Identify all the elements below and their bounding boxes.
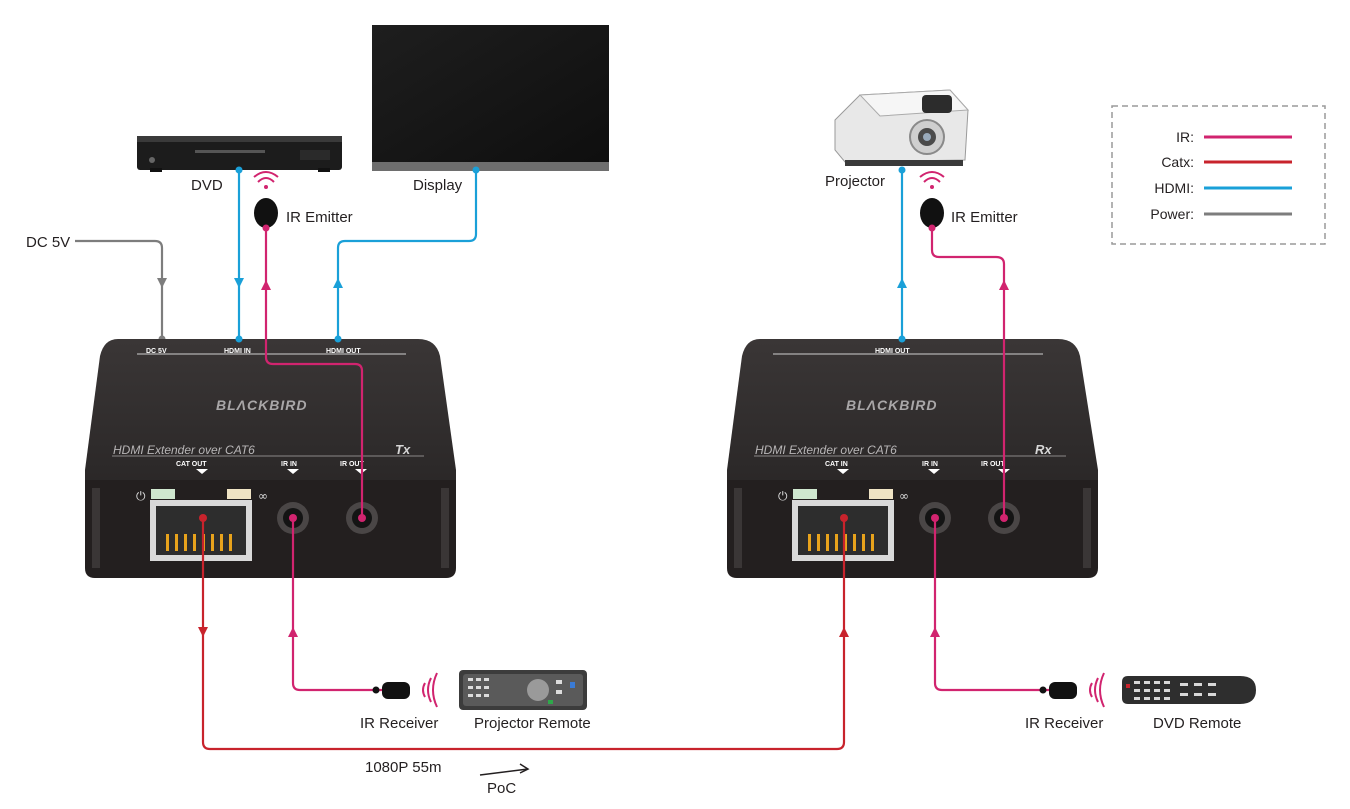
rx-ir-receiver-label: IR Receiver	[1025, 715, 1103, 732]
legend-catx-label: Catx:	[1161, 154, 1194, 170]
display-label: Display	[413, 177, 463, 194]
rx-ir-receiver	[1039, 672, 1105, 708]
rx-link-icon: ∞	[899, 489, 909, 503]
rx-irin-tri	[928, 469, 940, 474]
tx-cat-tri	[196, 469, 208, 474]
tx-ir-emitter-label: IR Emitter	[286, 209, 353, 226]
tx-brand: BLΛCKBIRD	[216, 397, 307, 413]
catx-arrow-2	[839, 627, 849, 637]
ir-arrow-4	[930, 627, 940, 637]
hdmi-arrow-1	[234, 278, 244, 288]
rx-port-ir-out: IR OUT	[981, 461, 1005, 468]
rx-power-icon: ⏻	[778, 489, 788, 503]
legend-power-label: Power:	[1150, 206, 1194, 222]
ir-arrow-2	[999, 280, 1009, 290]
catx-arrow-1	[198, 627, 208, 637]
link-distance: 1080P 55m	[365, 759, 441, 776]
rx-port-ir-in: IR IN	[922, 461, 938, 468]
tx-ir-receiver-label: IR Receiver	[360, 715, 438, 732]
projector-remote-label: Projector Remote	[474, 715, 591, 732]
ir-rx-out-line	[930, 228, 1006, 518]
tx-power-icon: ⏻	[136, 489, 146, 503]
rx-model: HDMI Extender over CAT6	[755, 443, 897, 457]
dvd-label: DVD	[191, 177, 223, 194]
tx-irin-tri	[287, 469, 299, 474]
tx-port-ir-out: IR OUT	[340, 461, 364, 468]
tx-model: HDMI Extender over CAT6	[113, 443, 255, 457]
hdmi-arrow-2	[333, 278, 343, 288]
dvd-remote	[1122, 676, 1256, 704]
tx-ir-emitter	[253, 171, 279, 228]
hdmi-arrow-3	[897, 278, 907, 288]
ir-arrow-3	[288, 627, 298, 637]
rx-tag: Rx	[1035, 442, 1052, 457]
tx-port-ir-in: IR IN	[281, 461, 297, 468]
dvd-remote-label: DVD Remote	[1153, 715, 1241, 732]
ir-tx-in-line	[291, 518, 385, 692]
rx-unit	[727, 339, 1098, 578]
ir-arrow-1	[261, 280, 271, 290]
tx-port-hdmi-out: HDMI OUT	[326, 348, 361, 355]
tx-port-cat-out: CAT OUT	[176, 461, 207, 468]
power-arrow	[157, 278, 167, 288]
projector-label: Projector	[825, 173, 885, 190]
rx-cat-tri	[837, 469, 849, 474]
legend-hdmi-label: HDMI:	[1154, 180, 1194, 196]
hdmi-tx-to-display	[336, 170, 478, 338]
tx-port-hdmi-in: HDMI IN	[224, 348, 251, 355]
tx-port-dc: DC 5V	[146, 348, 167, 355]
dvd-player	[137, 136, 342, 172]
rx-brand: BLΛCKBIRD	[846, 397, 937, 413]
dc-label: DC 5V	[26, 234, 70, 251]
legend-ir-label: IR:	[1176, 129, 1194, 145]
tx-unit	[85, 339, 456, 578]
legend	[1111, 105, 1326, 245]
rx-port-cat-in: CAT IN	[825, 461, 848, 468]
ir-rx-in-line	[933, 518, 1052, 692]
display-screen	[372, 25, 609, 171]
ir-tx-out-line	[264, 228, 364, 518]
tx-ir-receiver	[372, 672, 438, 708]
rx-ir-emitter-label: IR Emitter	[951, 209, 1018, 226]
rx-port-hdmi-out: HDMI OUT	[875, 348, 910, 355]
catx-line	[201, 518, 846, 751]
tx-tag: Tx	[395, 442, 411, 457]
poc-arrow	[479, 768, 529, 776]
rx-ir-emitter	[919, 171, 945, 228]
power-line	[75, 239, 164, 338]
projector	[834, 89, 970, 166]
tx-link-icon: ∞	[258, 489, 268, 503]
projector-remote	[459, 670, 587, 710]
link-poc: PoC	[487, 780, 516, 797]
